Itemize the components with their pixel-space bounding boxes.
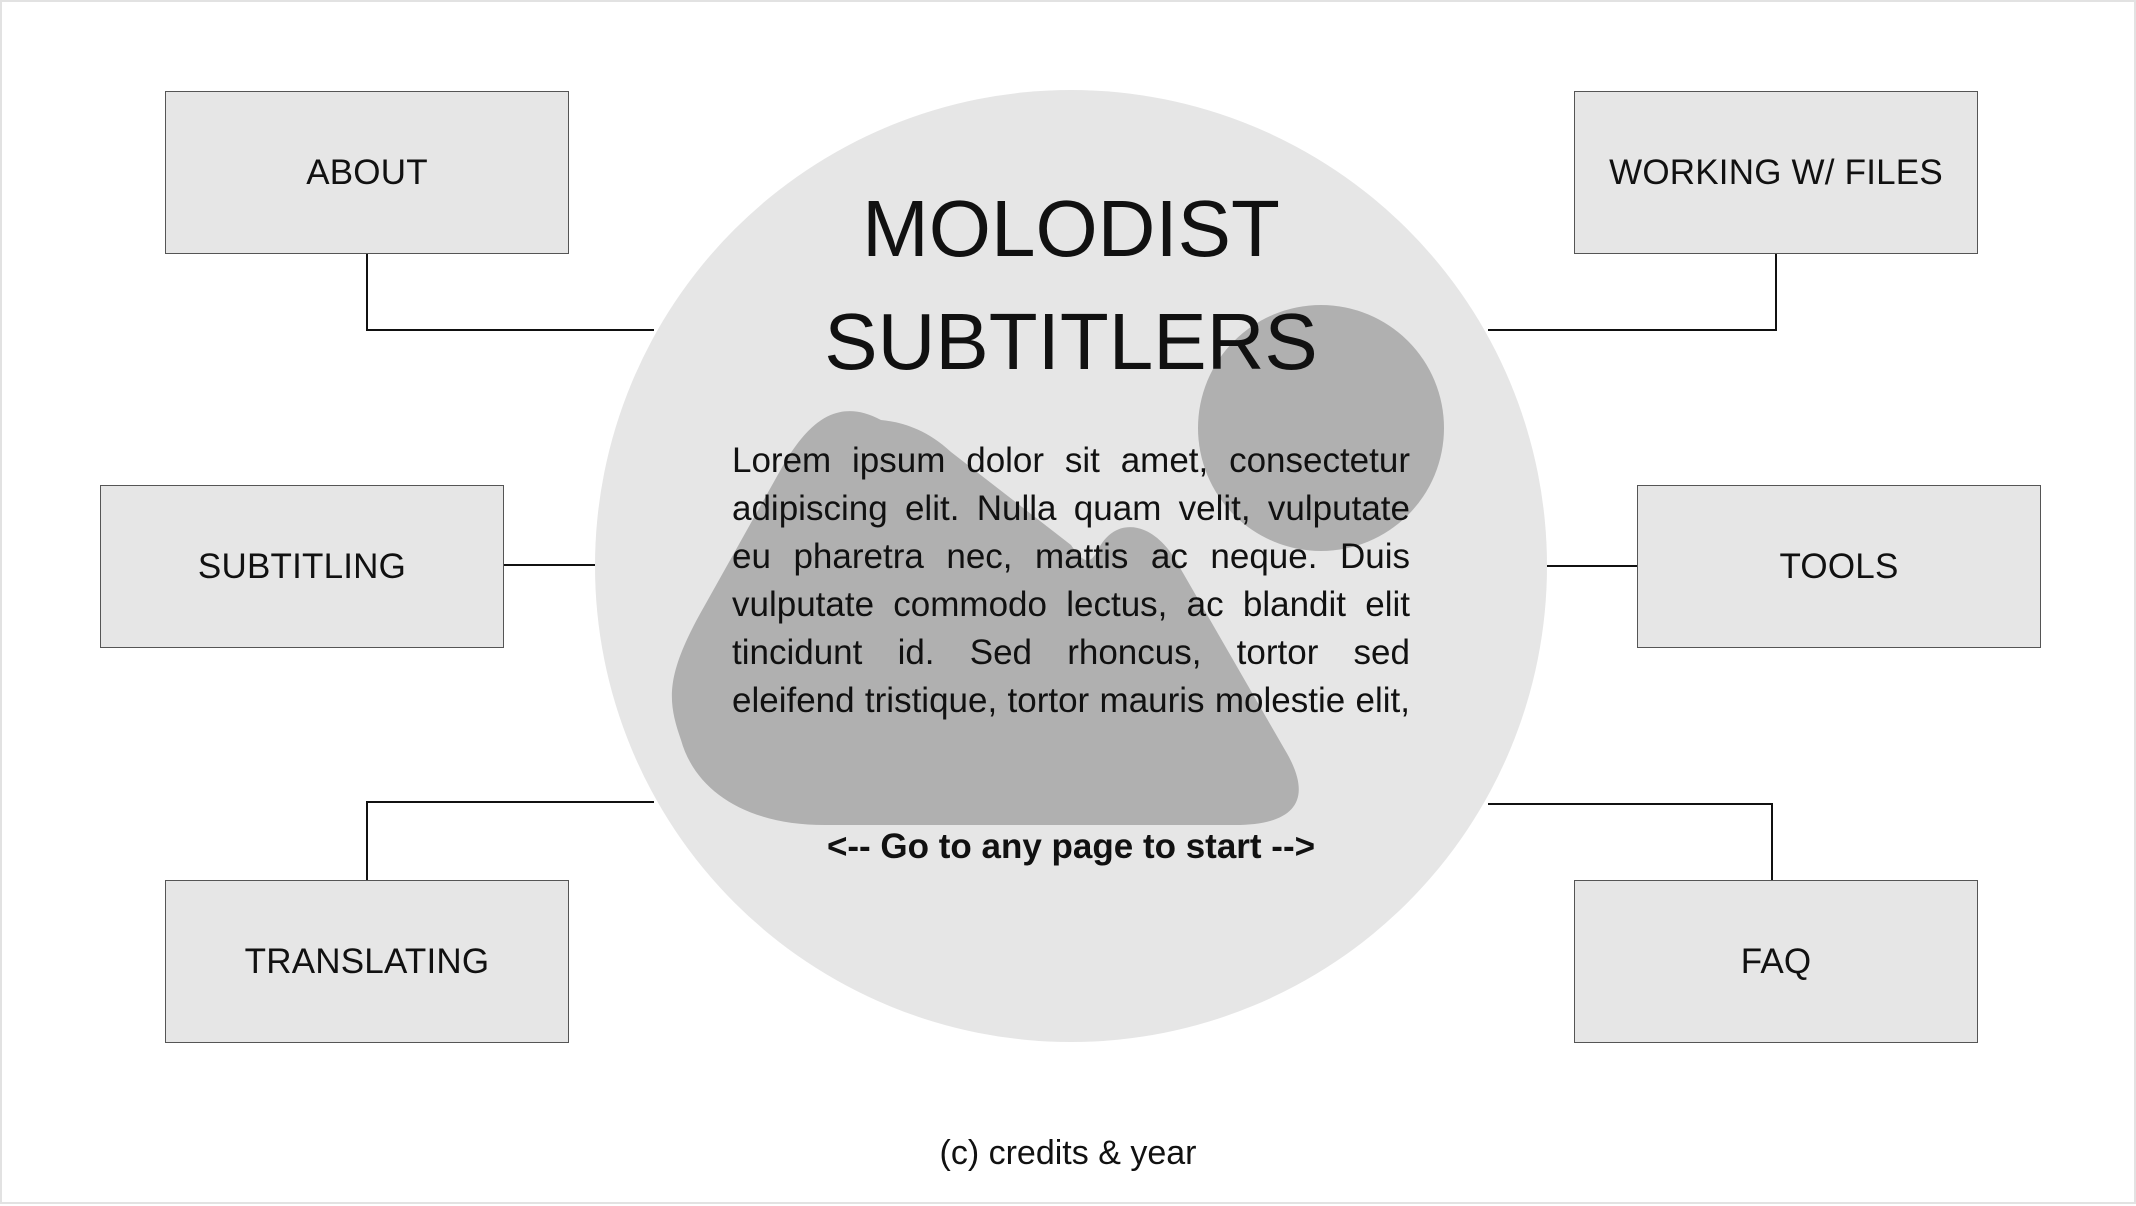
connector-faq	[1488, 803, 1773, 881]
start-prompt: <-- Go to any page to start -->	[826, 827, 1316, 866]
page-title: MOLODIST SUBTITLERS	[824, 184, 1318, 386]
connector-working	[1488, 254, 1777, 331]
connector-about	[366, 254, 654, 331]
nav-working-with-files-button[interactable]: WORKING W/ FILES	[1574, 91, 1978, 254]
nav-subtitling-button[interactable]: SUBTITLING	[100, 485, 504, 648]
nav-translating-button[interactable]: TRANSLATING	[165, 880, 569, 1043]
footer-credits: (c) credits & year	[939, 1134, 1197, 1172]
placeholder-mountain-shape	[671, 411, 1299, 825]
nav-faq-button[interactable]: FAQ	[1574, 880, 1978, 1043]
nav-about-button[interactable]: ABOUT	[165, 91, 569, 254]
connector-translating	[366, 801, 654, 881]
image-placeholder-icon	[671, 305, 1444, 825]
placeholder-sun-shape	[1198, 305, 1444, 551]
nav-tools-button[interactable]: TOOLS	[1637, 485, 2041, 648]
hub-circle: MOLODIST SUBTITLERS Lorem ipsum dolor si…	[595, 90, 1547, 1042]
intro-paragraph: Lorem ipsum dolor sit amet, consectetur …	[732, 441, 1410, 720]
